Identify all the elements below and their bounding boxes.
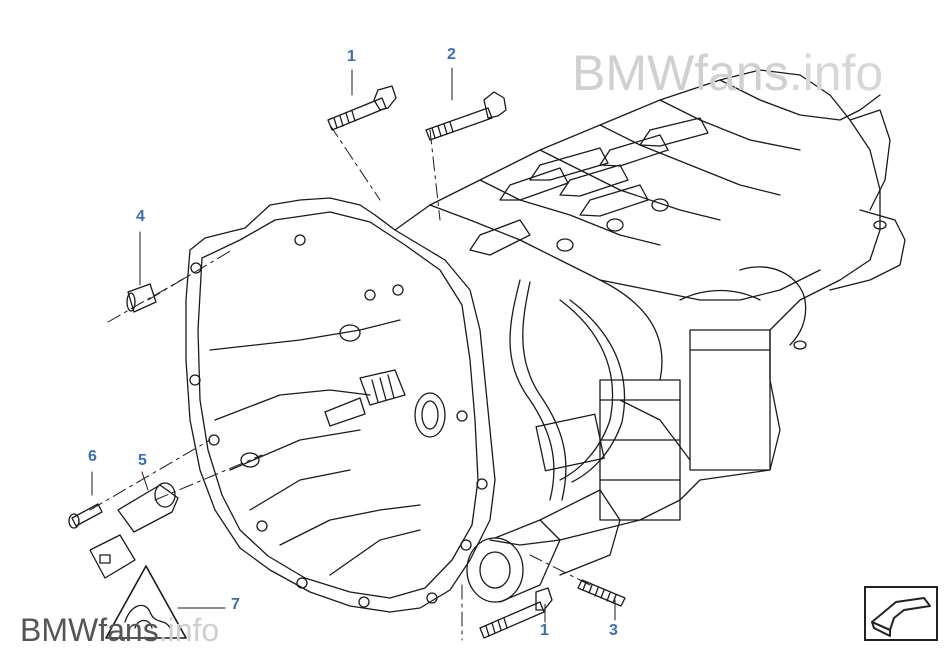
bolt-6-illustration — [68, 503, 103, 529]
warning-triangle-icon — [105, 565, 187, 639]
callout-6[interactable]: 6 — [88, 448, 97, 465]
callout-1-bottom[interactable]: 1 — [540, 622, 549, 639]
watermark-top-suffix: .info — [788, 45, 884, 101]
sleeve-4-illustration — [126, 283, 157, 313]
back-navigation-button[interactable] — [864, 586, 938, 641]
bolt-1-bottom-illustration — [479, 587, 553, 639]
watermark-bottom-brand: BMWfans — [20, 612, 159, 648]
watermark-top: BMWfans.info — [572, 44, 883, 102]
callout-5[interactable]: 5 — [138, 452, 147, 469]
callout-7[interactable]: 7 — [231, 596, 240, 613]
bolt-1-top-illustration — [327, 85, 397, 131]
callout-1-top[interactable]: 1 — [347, 48, 356, 65]
arrow-back-icon — [871, 597, 931, 637]
callout-2[interactable]: 2 — [447, 46, 456, 63]
watermark-top-brand: BMWfans — [572, 45, 789, 101]
sensor-5-illustration — [89, 482, 179, 579]
bolt-2-illustration — [425, 91, 507, 141]
callout-4[interactable]: 4 — [136, 208, 145, 225]
watermark-bottom: BMWfans.info — [20, 612, 219, 649]
callout-3[interactable]: 3 — [609, 622, 618, 639]
watermark-bottom-suffix: .info — [158, 612, 220, 648]
stud-3-illustration — [577, 579, 626, 607]
